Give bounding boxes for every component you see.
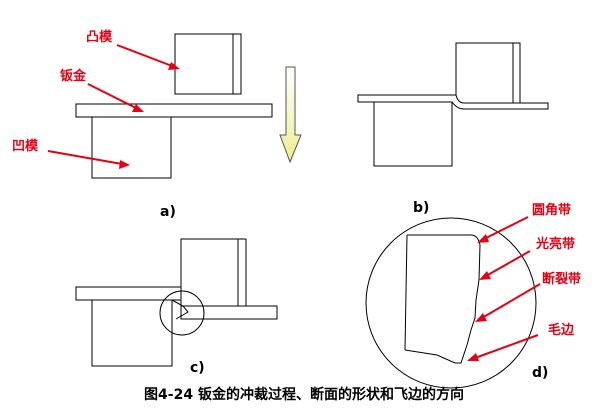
punch-a bbox=[174, 33, 242, 95]
panel-c bbox=[75, 238, 278, 367]
panel-c-label: c) bbox=[190, 360, 205, 376]
die-b bbox=[373, 101, 453, 167]
sheet-b bbox=[357, 94, 549, 110]
magnified-circle bbox=[365, 217, 537, 389]
section-profile bbox=[404, 234, 481, 364]
panel-d-label: d) bbox=[532, 365, 548, 381]
rounded-zone-label: 圆角带 bbox=[532, 202, 571, 218]
fracture-zone-c bbox=[171, 299, 189, 320]
burr-label: 毛边 bbox=[548, 322, 575, 338]
zone-arrows bbox=[467, 216, 541, 361]
punch-b bbox=[455, 42, 521, 104]
sheet-c-right bbox=[180, 305, 278, 320]
panel-a-label: a) bbox=[160, 204, 176, 220]
die-a bbox=[91, 116, 172, 179]
panel-d bbox=[365, 217, 537, 389]
sheet-label: 钣金 bbox=[60, 68, 87, 84]
sheet-a bbox=[75, 103, 273, 118]
burnished-zone-label: 光亮带 bbox=[535, 236, 575, 252]
fracture-zone-label: 断裂带 bbox=[542, 271, 581, 287]
panel-b-label: b) bbox=[413, 200, 429, 216]
panel-b bbox=[357, 42, 549, 167]
figure-caption: 图4-24 钣金的冲裁过程、断面的形状和飞边的方向 bbox=[144, 386, 464, 403]
die-label: 凹模 bbox=[12, 138, 39, 154]
punch-c bbox=[180, 238, 247, 307]
press-direction-arrow bbox=[279, 66, 302, 164]
punch-label: 凸模 bbox=[86, 29, 113, 45]
detail-circle bbox=[159, 290, 205, 336]
label-arrows bbox=[47, 44, 180, 169]
panel-a bbox=[75, 33, 302, 179]
